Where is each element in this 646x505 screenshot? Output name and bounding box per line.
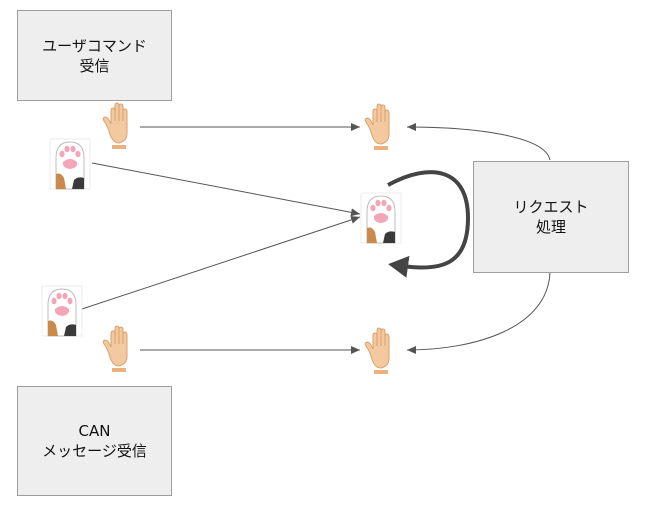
user-command-receive-box: ユーザコマンド 受信 xyxy=(17,10,172,101)
arrow-request-to-top-hand xyxy=(406,123,551,161)
hand-icon-center-top xyxy=(364,103,390,151)
box-label-line: リクエスト xyxy=(513,198,589,216)
arrow-request-to-bottom-hand xyxy=(406,271,551,354)
paw-icon-can-source xyxy=(41,285,83,337)
hand-icon-center-bottom xyxy=(364,327,390,375)
hand-icon-can-source xyxy=(102,325,128,373)
paw-icon-center xyxy=(360,192,402,244)
box-label-line: 処理 xyxy=(535,218,566,236)
arrow-bottom-paw-to-center-paw xyxy=(81,216,361,310)
can-message-receive-box: CAN メッセージ受信 xyxy=(17,386,172,496)
hand-icon-user-source xyxy=(102,102,128,150)
box-label-line: メッセージ受信 xyxy=(42,442,147,460)
paw-icon-user-source xyxy=(49,138,91,190)
loop-arrow xyxy=(387,170,471,278)
box-label-line: CAN xyxy=(78,422,111,440)
box-label-line: 受信 xyxy=(79,56,110,75)
request-processing-box: リクエスト 処理 xyxy=(473,161,629,273)
box-label-line: ユーザコマンド xyxy=(42,36,147,55)
arrow-top-paw-to-center-paw xyxy=(91,162,361,217)
